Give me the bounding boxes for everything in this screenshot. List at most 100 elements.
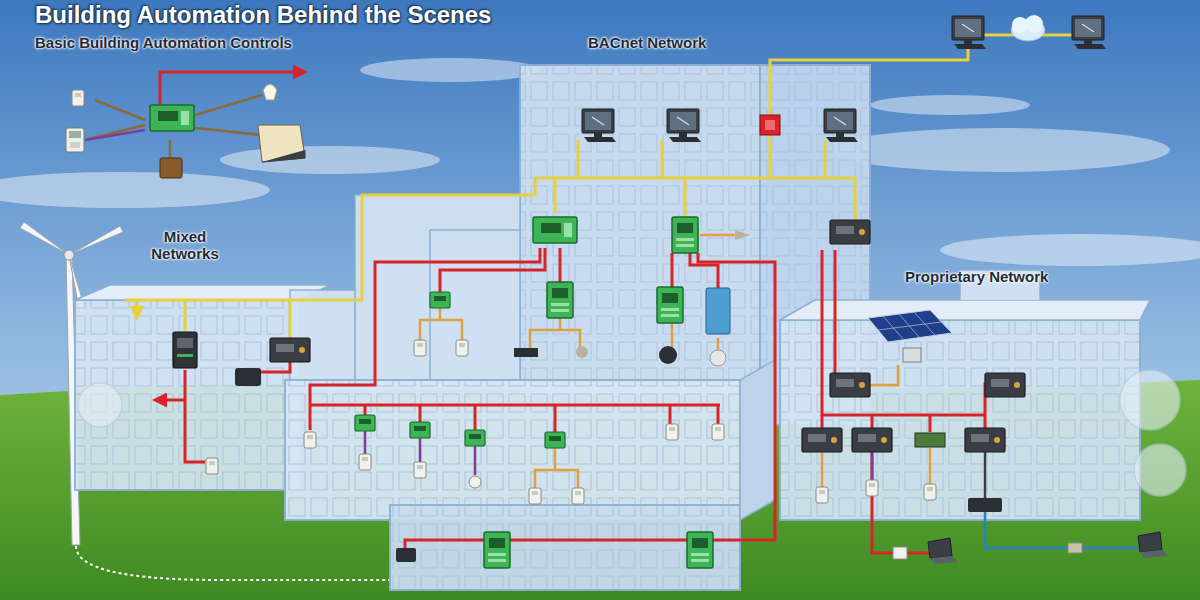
red-field-wire-part xyxy=(559,248,562,282)
yellow-bacnet-wire-part xyxy=(125,178,535,300)
sensors-part xyxy=(572,488,584,504)
sensors-part xyxy=(359,454,371,470)
controllers-part xyxy=(657,287,683,323)
controllers-part xyxy=(915,433,945,447)
bacnet-building-part xyxy=(355,195,520,390)
basic-controls-devices-part xyxy=(160,158,182,178)
controllers-part xyxy=(465,430,485,446)
bacnet-building-part xyxy=(520,65,760,395)
basic-controls-devices-part xyxy=(66,128,84,152)
section-label: BACnet Network xyxy=(588,34,706,51)
section-label: Basic Building Automation Controls xyxy=(35,34,292,51)
sub-wires-part xyxy=(717,338,720,350)
red-field-wire-part xyxy=(310,248,540,430)
controllers-part xyxy=(672,217,698,253)
bacnet-building-part xyxy=(285,380,740,520)
controllers-part xyxy=(830,220,870,244)
red-field-wire-part xyxy=(310,404,720,407)
sensors-part xyxy=(1068,543,1082,553)
controllers-part xyxy=(545,432,565,448)
basic-controls-devices-part xyxy=(263,84,277,100)
sub-wires xyxy=(85,95,1138,548)
red-field-wire-part xyxy=(497,532,700,540)
sensors-part xyxy=(456,340,468,356)
red-field-wire-part xyxy=(155,399,185,402)
sensors-part xyxy=(235,368,261,386)
sensors-part xyxy=(469,476,481,488)
firewall-part xyxy=(760,115,780,135)
internet-cloud-part xyxy=(1025,15,1043,33)
controllers-part xyxy=(830,373,870,397)
section-label: Mixed Networks xyxy=(135,228,235,262)
controllers xyxy=(150,105,1025,568)
sub-wires-part xyxy=(984,448,987,498)
sensors-part xyxy=(659,346,677,364)
basic-controls-devices-part xyxy=(258,125,305,162)
sensors xyxy=(206,230,1168,564)
bacnet-building-part xyxy=(430,230,520,390)
solar-panel-part xyxy=(878,312,941,339)
sub-wires-part xyxy=(530,318,580,348)
clouds-part xyxy=(870,95,1030,115)
sensors-part xyxy=(924,484,936,500)
red-field-wire-part xyxy=(405,253,775,548)
controllers-part xyxy=(985,373,1025,397)
controllers-part xyxy=(968,498,1002,512)
sensors-part xyxy=(666,424,678,440)
label-slot: Proprietary Network xyxy=(905,268,1048,285)
trees-part xyxy=(1120,370,1180,430)
sensors-part xyxy=(414,462,426,478)
red-field-wire-part xyxy=(671,253,674,290)
clouds-part xyxy=(360,58,540,82)
trees-part xyxy=(78,383,122,427)
mixed-building-part xyxy=(75,300,300,490)
sensors-part xyxy=(893,547,907,559)
sensors-part xyxy=(816,487,828,503)
controllers-part xyxy=(355,415,375,431)
sensors-part xyxy=(1138,532,1168,558)
yellow-bacnet-wire-part xyxy=(770,48,968,125)
wind-turbine-part xyxy=(76,546,400,580)
computers-part xyxy=(952,16,986,49)
bacnet-building-part xyxy=(390,505,740,590)
computers-part xyxy=(824,109,858,142)
basic-controls-devices xyxy=(66,84,305,178)
red-field-wire-part xyxy=(440,248,545,292)
trees-part xyxy=(1134,444,1186,496)
bacnet-building-part xyxy=(390,505,740,590)
clouds-part xyxy=(0,172,270,208)
diagram-title: Building Automation Behind the Scenes xyxy=(35,1,491,29)
internet-cloud xyxy=(1011,15,1045,41)
controllers-part xyxy=(410,422,430,438)
controllers-part xyxy=(547,282,573,318)
controllers-part xyxy=(270,338,310,362)
computers xyxy=(582,16,1106,142)
firewall xyxy=(760,115,780,135)
computers-part xyxy=(1072,16,1106,49)
clouds-part xyxy=(830,128,1170,172)
section-label: Proprietary Network xyxy=(905,268,1048,285)
sensors-part xyxy=(514,348,538,357)
sub-wires-part xyxy=(985,512,1138,548)
sensors-part xyxy=(712,424,724,440)
yellow-bacnet-wire-part xyxy=(555,178,855,220)
computers-part xyxy=(582,109,616,142)
controllers-part xyxy=(430,292,450,308)
controllers-part xyxy=(852,428,892,452)
yellow-bacnet-wire-part xyxy=(136,300,139,318)
solar-panel xyxy=(868,310,952,362)
buildings xyxy=(75,65,1186,590)
sensors-part xyxy=(529,488,541,504)
controllers-part xyxy=(687,532,713,568)
red-field-wire-part xyxy=(185,370,205,462)
mixed-building-part xyxy=(75,300,300,490)
computers-part xyxy=(667,109,701,142)
wind-turbine-part xyxy=(20,222,69,255)
wind-turbine-part xyxy=(64,250,74,260)
sub-wires-part xyxy=(85,130,145,140)
sub-wires-part xyxy=(85,95,262,158)
red-field-wire-part xyxy=(160,72,305,105)
